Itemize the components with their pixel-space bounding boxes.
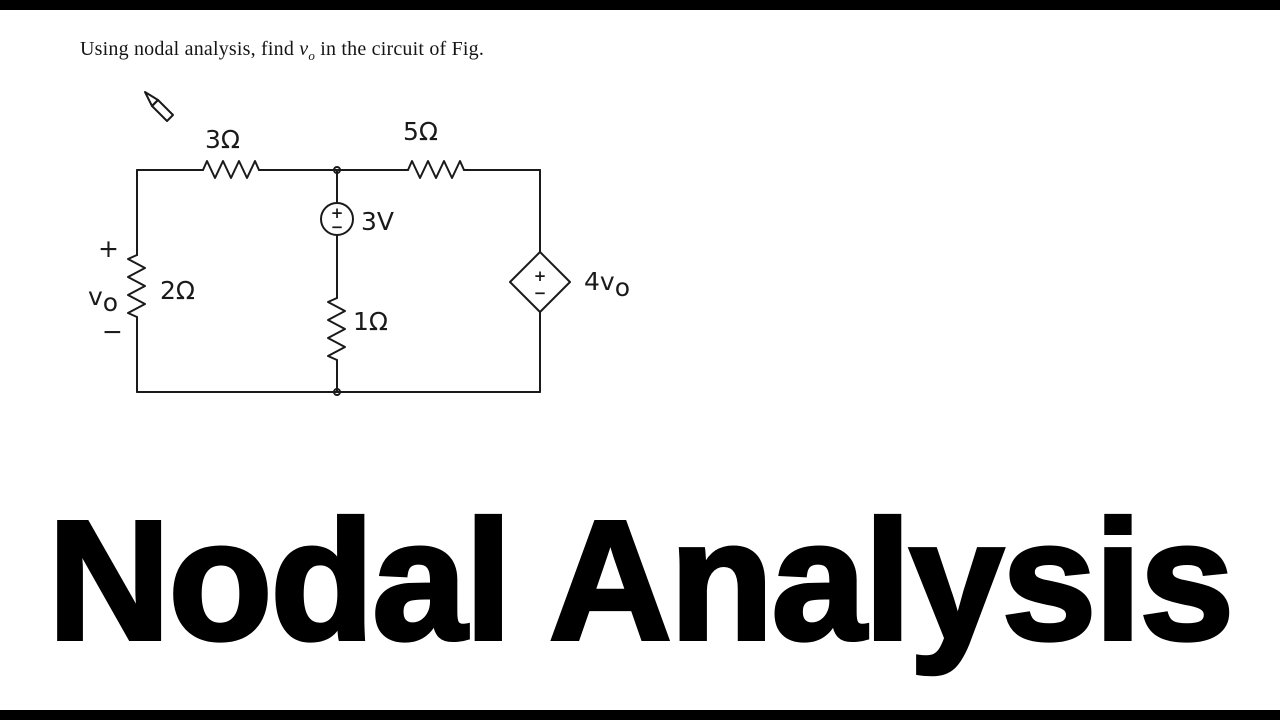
problem-text-prefix: Using nodal analysis, find	[80, 38, 300, 60]
pencil-icon	[144, 91, 174, 122]
voltage-source-3v-label: 3V	[361, 207, 394, 236]
resistor-3ohm-zigzag	[202, 160, 260, 179]
middle-branch	[320, 166, 354, 396]
source-minus-sign: −	[331, 218, 344, 236]
bottom-letterbox-bar	[0, 710, 1280, 720]
vo-label: vo	[88, 282, 118, 317]
resistor-2ohm-label: 2Ω	[160, 276, 195, 305]
circuit-diagram: 3Ω 5Ω 3V 2Ω 1Ω 4vo + vo − + − + −	[88, 91, 630, 396]
dep-source-plus-sign: +	[534, 267, 547, 285]
resistor-3ohm-label: 3Ω	[205, 125, 240, 154]
problem-statement: Using nodal analysis, find vo in the cir…	[80, 38, 484, 64]
node-dot-top	[333, 166, 341, 174]
resistor-5ohm-label: 5Ω	[403, 117, 438, 146]
resistor-5ohm-zigzag	[407, 160, 465, 179]
video-title: Nodal Analysis	[46, 486, 1236, 676]
problem-text-suffix: in the circuit of Fig.	[315, 38, 485, 60]
right-branch	[509, 169, 571, 393]
source-plus-sign: +	[331, 204, 344, 222]
top-wire	[136, 160, 541, 179]
top-letterbox-bar	[0, 0, 1280, 10]
dependent-source-label: 4vo	[584, 267, 630, 302]
vo-plus-sign: +	[98, 234, 119, 263]
resistor-1ohm-label: 1Ω	[353, 307, 388, 336]
resistor-2ohm-zigzag	[127, 254, 146, 318]
dep-source-minus-sign: −	[534, 284, 547, 302]
resistor-1ohm-zigzag	[327, 297, 346, 361]
vo-subscript: o	[308, 48, 316, 63]
vo-minus-sign: −	[102, 317, 123, 346]
left-branch	[127, 169, 146, 393]
vo-variable: vo	[299, 38, 316, 63]
